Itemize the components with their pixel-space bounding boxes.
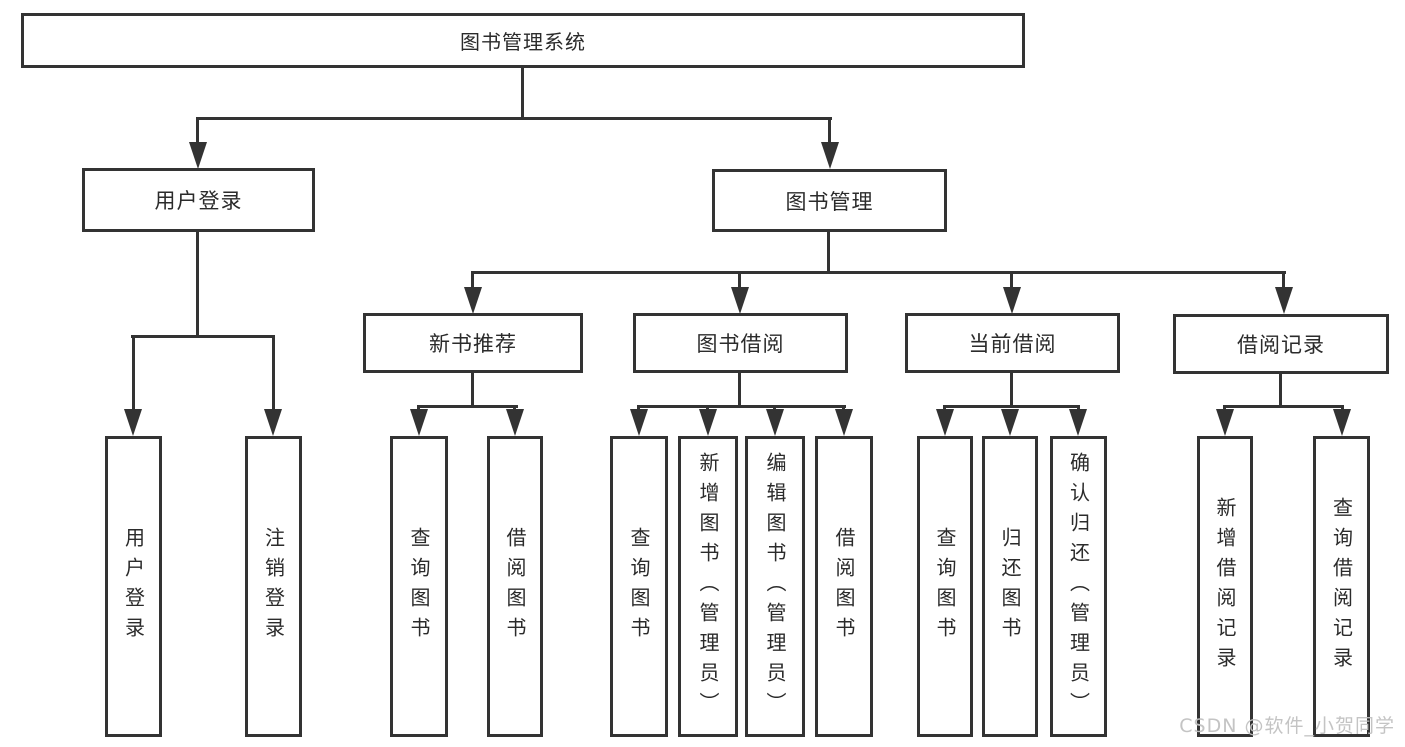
leaf-edit-books-admin: 编辑图书（管理员） — [745, 436, 805, 737]
leaf-confirm-return-admin-label: 确认归还（管理员） — [1066, 451, 1091, 722]
connector-book-management-stem-1 — [471, 271, 474, 289]
arrow-down-icon — [821, 142, 839, 169]
watermark: CSDN @软件_小贺同学 — [1179, 715, 1395, 737]
connector-user-login-vertical — [196, 232, 199, 336]
node-book-borrow-label: 图书借阅 — [696, 332, 785, 356]
connector-user-login-horizontal — [131, 335, 275, 338]
connector-current-vertical — [1010, 373, 1013, 407]
leaf-query-books-1-label: 查询图书 — [407, 526, 431, 647]
node-book-management-label: 图书管理 — [785, 189, 874, 214]
node-current-borrow-label: 当前借阅 — [968, 332, 1057, 356]
leaf-add-borrow-record: 新增借阅记录 — [1197, 436, 1253, 737]
arrow-down-icon — [506, 409, 524, 436]
arrow-down-icon — [410, 409, 428, 436]
connector-user-login-stem-right — [272, 335, 275, 411]
node-new-book-recommend: 新书推荐 — [363, 313, 583, 373]
node-library-management-system: 图书管理系统 — [21, 13, 1025, 68]
arrow-down-icon — [189, 142, 207, 169]
node-library-management-system-label: 图书管理系统 — [460, 30, 586, 54]
connector-user-login-stem-left — [132, 335, 135, 411]
connector-book-management-stem-2 — [738, 271, 741, 289]
connector-borrow-vertical — [738, 373, 741, 407]
connector-root-stem-left — [196, 117, 199, 144]
connector-root-stem-right — [828, 117, 831, 144]
connector-book-management-stem-4 — [1282, 271, 1285, 289]
leaf-query-books-2: 查询图书 — [610, 436, 668, 737]
node-book-borrow: 图书借阅 — [633, 313, 848, 373]
leaf-user-login-label: 用户登录 — [121, 526, 146, 647]
connector-recommend-horizontal — [417, 405, 518, 408]
leaf-logout: 注销登录 — [245, 436, 302, 737]
arrow-down-icon — [124, 409, 142, 436]
node-borrow-records-label: 借阅记录 — [1237, 333, 1325, 357]
leaf-confirm-return-admin: 确认归还（管理员） — [1050, 436, 1107, 737]
leaf-query-books-2-label: 查询图书 — [627, 526, 651, 647]
connector-records-horizontal — [1223, 405, 1344, 408]
arrow-down-icon — [1001, 409, 1019, 436]
leaf-edit-books-admin-label: 编辑图书（管理员） — [763, 451, 787, 722]
arrow-down-icon — [1275, 287, 1293, 314]
connector-root-horizontal — [197, 117, 832, 120]
arrow-down-icon — [766, 409, 784, 436]
leaf-user-login: 用户登录 — [105, 436, 162, 737]
leaf-borrow-books-1-label: 借阅图书 — [503, 526, 527, 647]
arrow-down-icon — [936, 409, 954, 436]
connector-records-vertical — [1279, 374, 1282, 407]
connector-book-management-horizontal — [471, 271, 1286, 274]
leaf-return-books-label: 归还图书 — [998, 526, 1022, 647]
leaf-query-books-3-label: 查询图书 — [933, 526, 957, 647]
node-user-login-label: 用户登录 — [154, 189, 243, 213]
node-new-book-recommend-label: 新书推荐 — [429, 332, 517, 356]
node-user-login: 用户登录 — [82, 168, 315, 232]
arrow-down-icon — [835, 409, 853, 436]
arrow-down-icon — [464, 287, 482, 314]
leaf-return-books: 归还图书 — [982, 436, 1038, 737]
leaf-query-borrow-record: 查询借阅记录 — [1313, 436, 1370, 737]
connector-borrow-horizontal — [637, 405, 846, 408]
leaf-borrow-books-1: 借阅图书 — [487, 436, 543, 737]
arrow-down-icon — [699, 409, 717, 436]
arrow-down-icon — [1003, 287, 1021, 314]
connector-recommend-vertical — [471, 373, 474, 407]
leaf-add-borrow-record-label: 新增借阅记录 — [1213, 496, 1237, 677]
leaf-query-borrow-record-label: 查询借阅记录 — [1329, 496, 1354, 677]
connector-current-horizontal — [943, 405, 1080, 408]
connector-book-management-vertical — [827, 232, 830, 273]
arrow-down-icon — [264, 409, 282, 436]
leaf-add-books-admin: 新增图书（管理员） — [678, 436, 738, 737]
arrow-down-icon — [731, 287, 749, 314]
leaf-add-books-admin-label: 新增图书（管理员） — [696, 451, 720, 722]
leaf-borrow-books-2-label: 借阅图书 — [832, 526, 856, 647]
arrow-down-icon — [630, 409, 648, 436]
node-borrow-records: 借阅记录 — [1173, 314, 1389, 374]
arrow-down-icon — [1216, 409, 1234, 436]
leaf-query-books-3: 查询图书 — [917, 436, 973, 737]
node-book-management: 图书管理 — [712, 169, 947, 232]
connector-root-vertical — [521, 68, 524, 117]
connector-book-management-stem-3 — [1010, 271, 1013, 289]
leaf-borrow-books-2: 借阅图书 — [815, 436, 873, 737]
leaf-logout-label: 注销登录 — [261, 526, 286, 647]
leaf-query-books-1: 查询图书 — [390, 436, 448, 737]
arrow-down-icon — [1333, 409, 1351, 436]
arrow-down-icon — [1069, 409, 1087, 436]
node-current-borrow: 当前借阅 — [905, 313, 1120, 373]
